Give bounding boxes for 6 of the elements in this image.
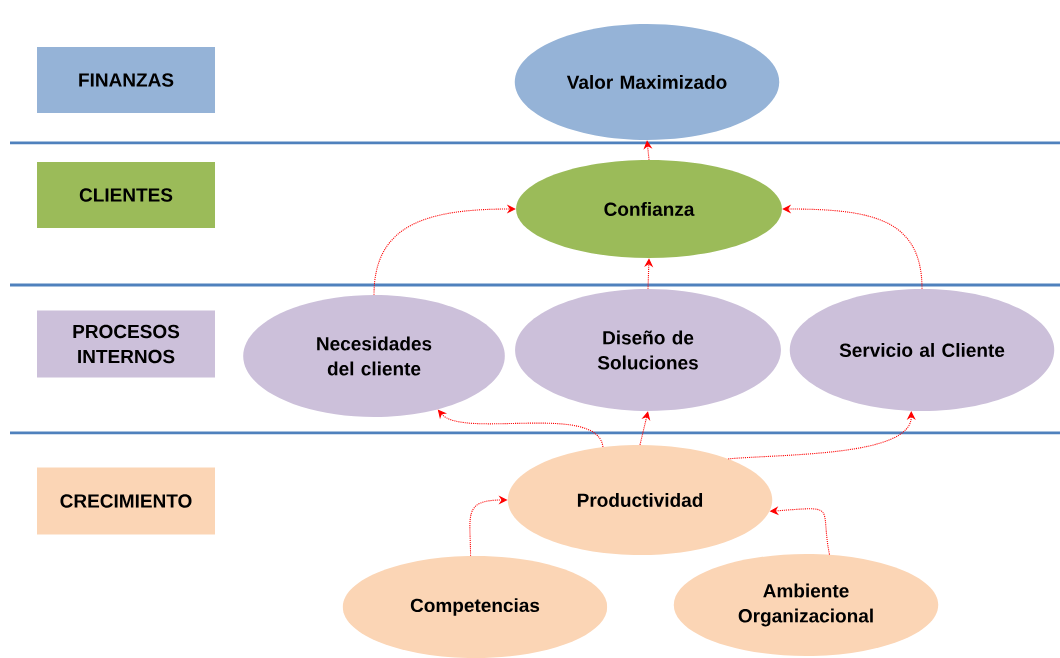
- perspective-box: CRECIMIENTO: [37, 467, 215, 535]
- arrow: [437, 409, 604, 448]
- arrow: [373, 204, 516, 296]
- perspective-box: PROCESOS INTERNOS: [37, 310, 215, 378]
- perspective-box: FINANZAS: [37, 47, 215, 113]
- perspective-box: CLIENTES: [37, 162, 215, 228]
